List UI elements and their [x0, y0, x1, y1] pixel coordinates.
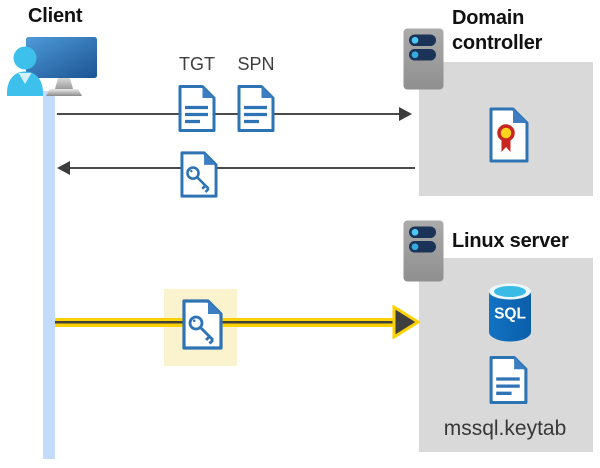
spn-label: SPN	[237, 54, 275, 74]
linux-server-title: Linux server	[452, 230, 569, 252]
monitor-icon	[26, 37, 97, 96]
ticket-request-arrow-line	[57, 113, 403, 115]
client-workstation-icon	[7, 37, 97, 96]
sql-database-icon: SQL	[489, 283, 531, 342]
ticket-key-document-icon	[180, 151, 218, 198]
domain-controller-title: Domain controller	[452, 7, 543, 54]
keytab-file-document-icon	[489, 355, 528, 405]
spn-ticket-document-icon	[237, 85, 275, 132]
keytab-key-document-icon	[182, 299, 223, 350]
keytab-auth-arrowhead-icon	[392, 305, 421, 339]
keytab-auth-arrow-line	[55, 318, 396, 327]
client-title: Client	[28, 5, 83, 27]
ticket-response-arrow-line	[62, 167, 415, 169]
tgt-ticket-document-icon	[178, 85, 216, 132]
client-lifeline	[43, 91, 55, 459]
certificate-icon	[489, 107, 529, 163]
tgt-label: TGT	[179, 54, 215, 74]
person-icon	[7, 46, 43, 96]
sql-label: SQL	[494, 306, 526, 323]
ticket-request-arrowhead-icon	[399, 107, 412, 121]
ticket-response-arrowhead-icon	[57, 161, 70, 175]
domain-controller-server-icon	[403, 28, 444, 90]
keytab-file-label: mssql.keytab	[443, 417, 567, 440]
linux-server-icon	[403, 220, 444, 282]
